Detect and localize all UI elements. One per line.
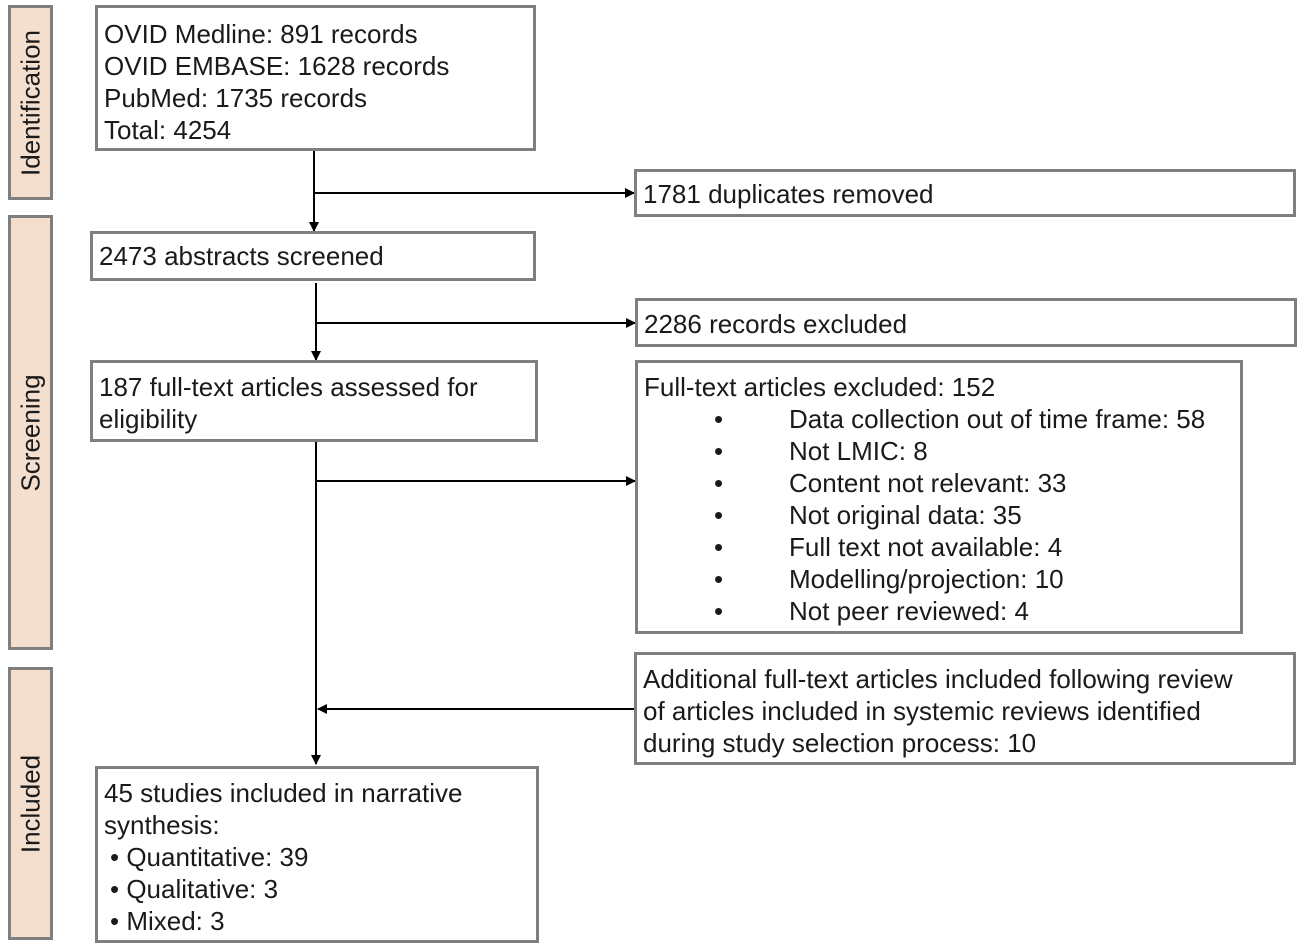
stage-included-label: Included bbox=[15, 754, 45, 853]
bullet-dot: • bbox=[714, 532, 724, 562]
additional-line: Additional full-text articles included f… bbox=[643, 664, 1233, 694]
bullet-dot: • bbox=[714, 596, 724, 626]
included-line: synthesis: bbox=[104, 810, 220, 840]
bullet-dot: • bbox=[714, 404, 724, 434]
fulltext-line: 187 full-text articles assessed for bbox=[99, 372, 478, 402]
duplicates-text: 1781 duplicates removed bbox=[643, 179, 934, 209]
fulltext-excluded-title: Full-text articles excluded: 152 bbox=[644, 372, 996, 402]
records-excluded-text: 2286 records excluded bbox=[644, 309, 908, 339]
abstracts-text: 2473 abstracts screened bbox=[99, 241, 384, 271]
bullet-dot: • bbox=[714, 468, 724, 498]
identification-line: OVID EMBASE: 1628 records bbox=[104, 51, 450, 81]
exclusion-reason: •Not peer reviewed: 4 bbox=[714, 596, 1029, 626]
identification-box: OVID Medline: 891 records OVID EMBASE: 1… bbox=[95, 5, 536, 151]
bullet-dot: • bbox=[714, 564, 724, 594]
included-line: 45 studies included in narrative bbox=[104, 778, 463, 808]
exclusion-reason: •Modelling/projection: 10 bbox=[714, 564, 1064, 594]
exclusion-reason: •Full text not available: 4 bbox=[714, 532, 1063, 562]
additional-line: of articles included in systemic reviews… bbox=[643, 696, 1201, 726]
stage-screening: Screening bbox=[8, 215, 53, 650]
exclusion-reason: •Data collection out of time frame: 58 bbox=[714, 404, 1206, 434]
fulltext-excluded-box: Full-text articles excluded: 152 •Data c… bbox=[635, 360, 1243, 634]
additional-articles-box: Additional full-text articles included f… bbox=[634, 652, 1296, 765]
bullet-dot: • bbox=[714, 436, 724, 466]
included-type: • Qualitative: 3 bbox=[110, 874, 279, 904]
records-excluded-box: 2286 records excluded bbox=[635, 298, 1297, 347]
exclusion-reasons-list: •Data collection out of time frame: 58 •… bbox=[644, 403, 1234, 627]
stage-included: Included bbox=[8, 667, 53, 940]
exclusion-reason: •Not LMIC: 8 bbox=[714, 436, 928, 466]
stage-identification: Identification bbox=[8, 5, 53, 200]
bullet-dot: • bbox=[714, 500, 724, 530]
identification-line: OVID Medline: 891 records bbox=[104, 19, 418, 49]
exclusion-reason: •Content not relevant: 33 bbox=[714, 468, 1067, 498]
included-box: 45 studies included in narrative synthes… bbox=[95, 766, 539, 943]
identification-line: Total: 4254 bbox=[104, 115, 232, 145]
included-types-list: • Quantitative: 39 • Qualitative: 3 • Mi… bbox=[104, 841, 530, 937]
identification-line: PubMed: 1735 records bbox=[104, 83, 368, 113]
fulltext-box: 187 full-text articles assessed for elig… bbox=[90, 360, 538, 442]
stage-screening-label: Screening bbox=[15, 373, 45, 492]
stage-identification-label: Identification bbox=[15, 29, 45, 176]
additional-line: during study selection process: 10 bbox=[643, 728, 1037, 758]
exclusion-reason: •Not original data: 35 bbox=[714, 500, 1022, 530]
included-type: • Quantitative: 39 bbox=[110, 842, 309, 872]
duplicates-box: 1781 duplicates removed bbox=[634, 169, 1296, 217]
abstracts-box: 2473 abstracts screened bbox=[90, 231, 536, 281]
fulltext-line: eligibility bbox=[99, 404, 198, 434]
included-type: • Mixed: 3 bbox=[110, 906, 225, 936]
